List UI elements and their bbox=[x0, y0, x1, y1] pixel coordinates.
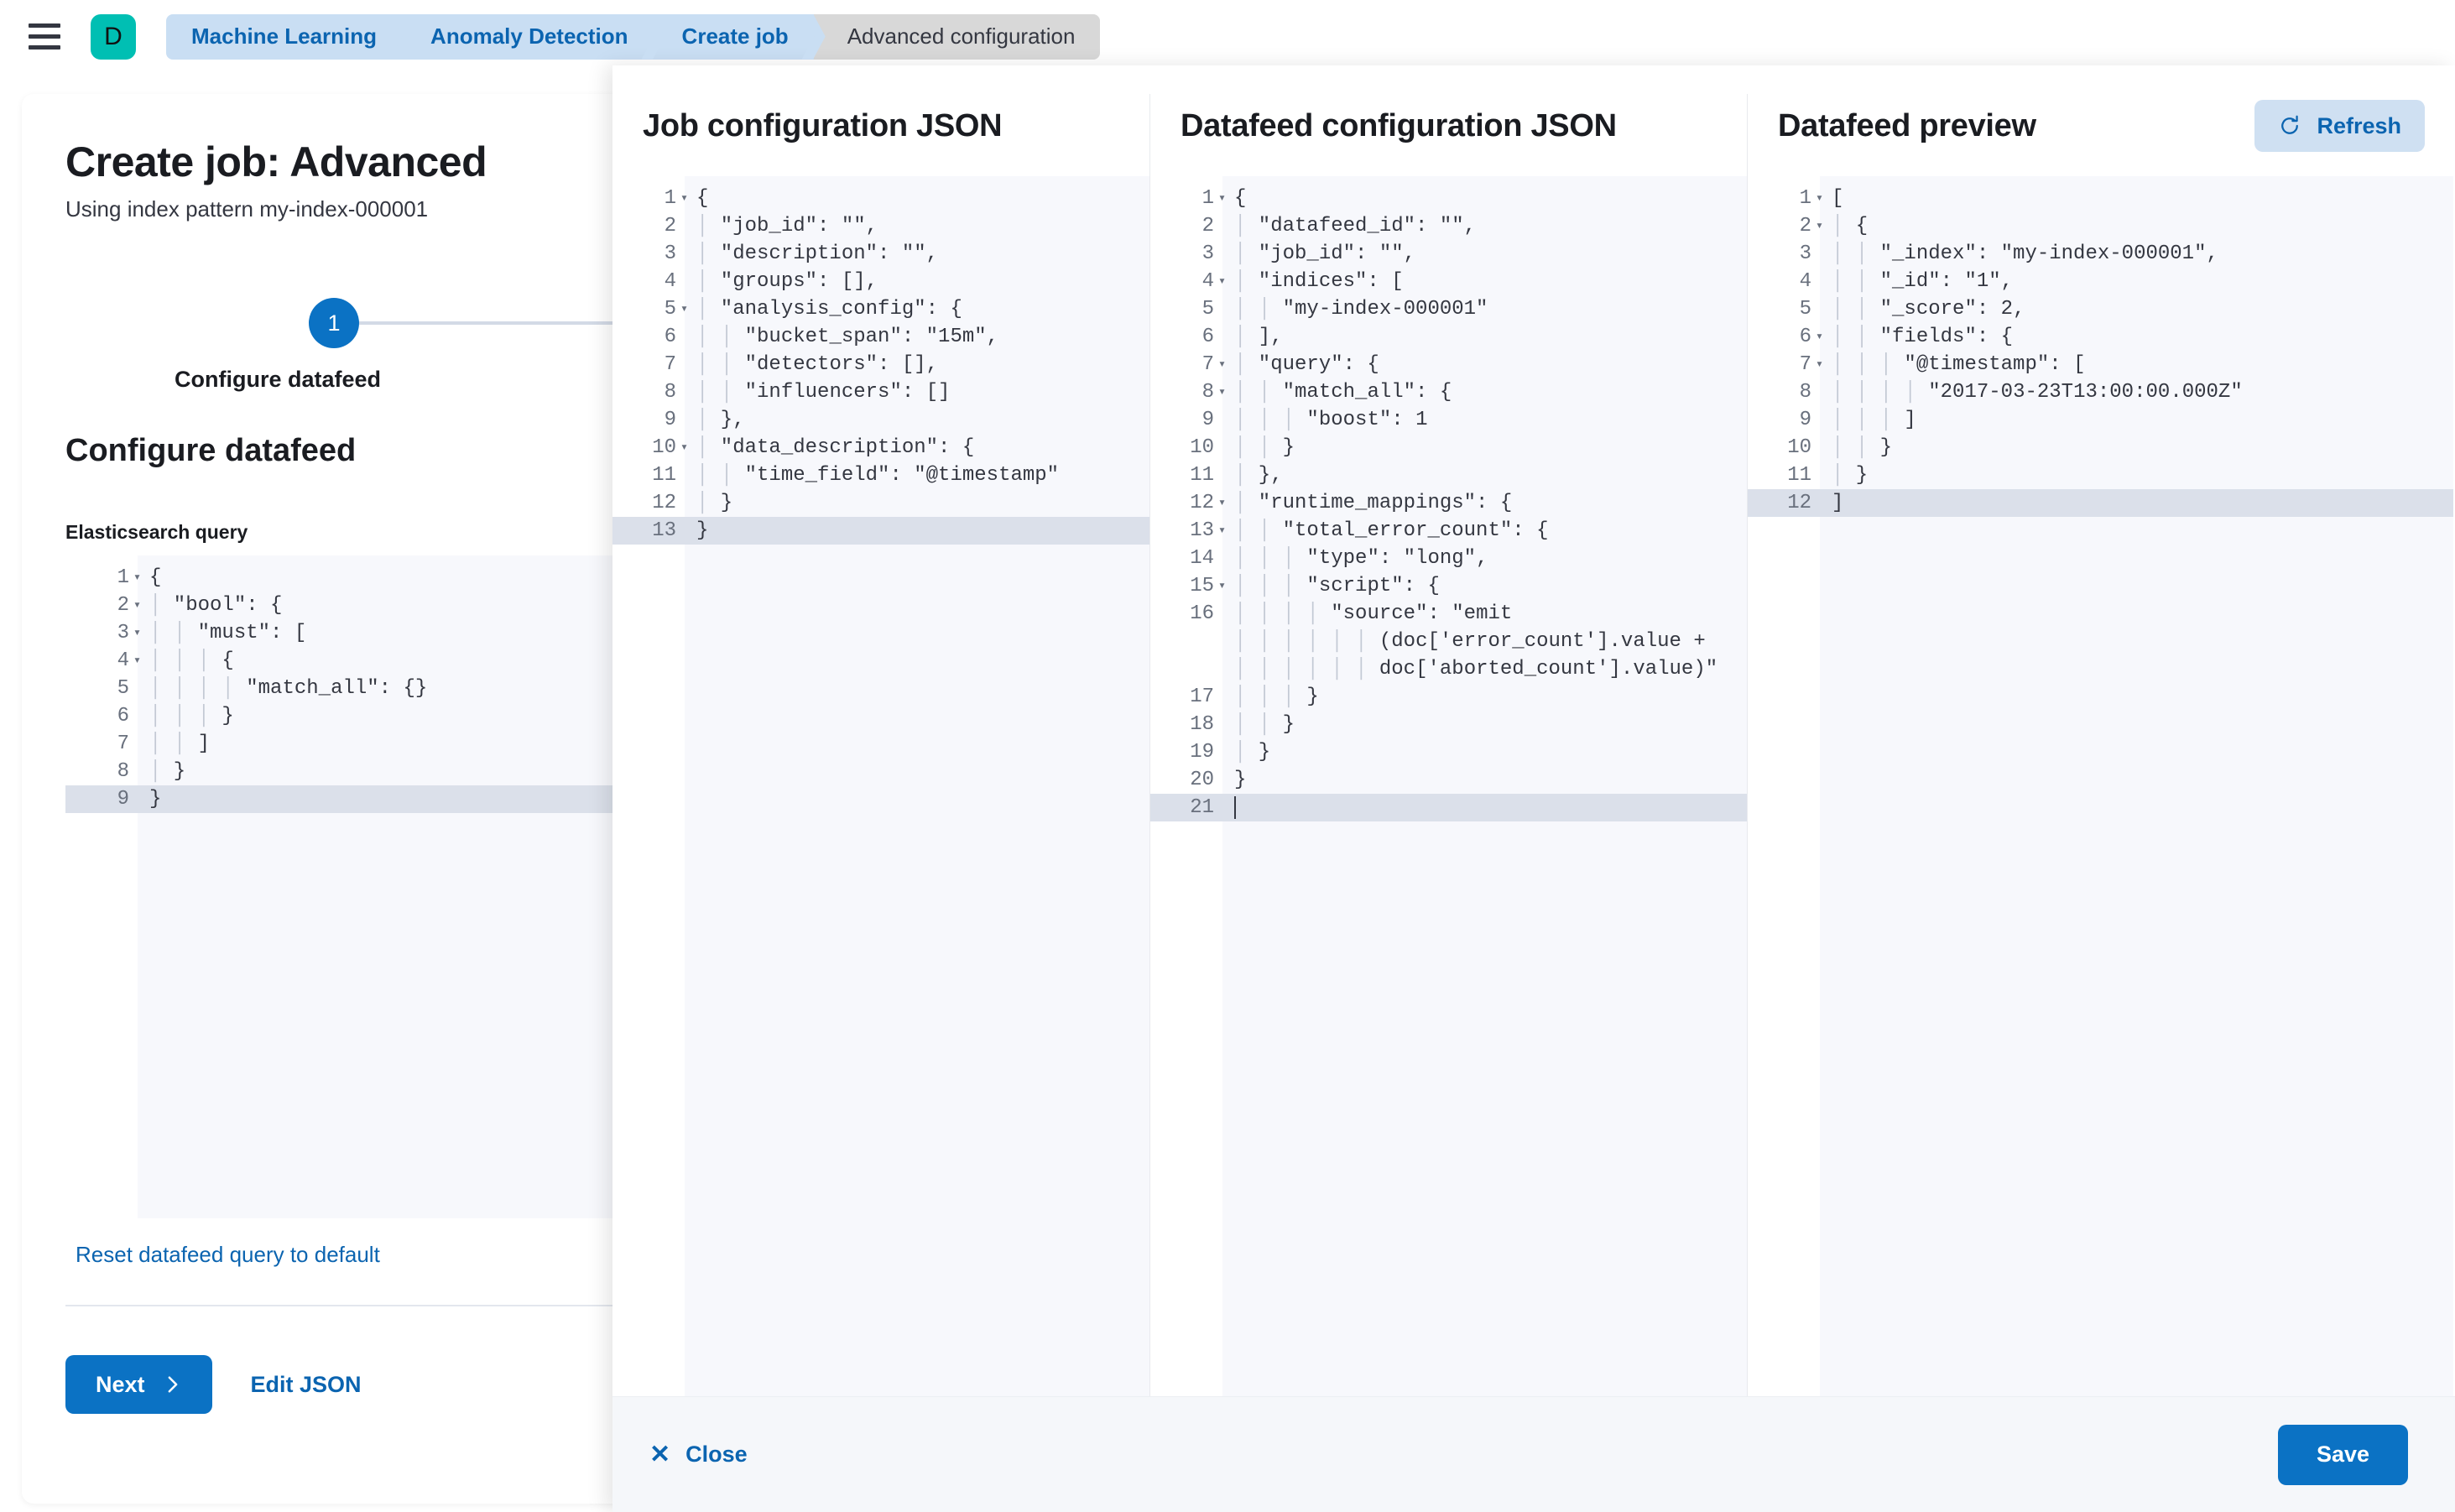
job-configuration-header: Job configuration JSON bbox=[612, 94, 1149, 158]
editor-content[interactable]: [│ {│ │ "_index": "my-index-000001",│ │ … bbox=[1820, 176, 2453, 1396]
hamburger-bar bbox=[29, 34, 60, 39]
refresh-button[interactable]: Refresh bbox=[2254, 100, 2425, 152]
refresh-button-label: Refresh bbox=[2317, 112, 2401, 138]
page-title: Create job: Advanced bbox=[65, 138, 487, 185]
hamburger-bar bbox=[29, 45, 60, 50]
step-label: Configure datafeed bbox=[175, 367, 382, 392]
datafeed-configuration-header: Datafeed configuration JSON bbox=[1150, 94, 1747, 158]
breadcrumb-item-machine-learning[interactable]: Machine Learning bbox=[166, 13, 403, 60]
editor-content[interactable]: {│ "datafeed_id": "",│ "job_id": "",│ "i… bbox=[1222, 176, 1747, 1396]
breadcrumb: Machine Learning Anomaly Detection Creat… bbox=[166, 13, 1101, 60]
top-navigation-bar: D Machine Learning Anomaly Detection Cre… bbox=[0, 0, 2455, 74]
elasticsearch-query-label: Elasticsearch query bbox=[65, 521, 248, 543]
edit-json-button[interactable]: Edit JSON bbox=[250, 1371, 362, 1397]
flyout-footer: ✕ Close Save bbox=[612, 1396, 2455, 1512]
job-configuration-title: Job configuration JSON bbox=[643, 107, 1003, 143]
page-subtitle: Using index pattern my-index-000001 bbox=[65, 196, 429, 222]
reset-datafeed-query-link[interactable]: Reset datafeed query to default bbox=[76, 1242, 380, 1267]
datafeed-preview-title: Datafeed preview bbox=[1778, 107, 2036, 143]
close-button[interactable]: ✕ Close bbox=[649, 1442, 748, 1468]
section-title: Configure datafeed bbox=[65, 433, 357, 468]
next-button[interactable]: Next bbox=[65, 1355, 212, 1414]
close-button-label: Close bbox=[685, 1442, 748, 1467]
breadcrumb-item-anomaly-detection[interactable]: Anomaly Detection bbox=[402, 13, 654, 60]
datafeed-configuration-title: Datafeed configuration JSON bbox=[1181, 107, 1617, 143]
breadcrumb-item-advanced-configuration[interactable]: Advanced configuration bbox=[813, 13, 1101, 60]
refresh-icon bbox=[2281, 115, 2299, 134]
hamburger-bar bbox=[29, 23, 60, 28]
chevron-right-icon bbox=[168, 1376, 177, 1393]
close-icon: ✕ bbox=[649, 1440, 671, 1468]
breadcrumb-item-create-job[interactable]: Create job bbox=[653, 13, 814, 60]
hamburger-menu-icon[interactable] bbox=[29, 18, 67, 56]
next-button-label: Next bbox=[96, 1371, 145, 1397]
datafeed-preview-header: Datafeed preview Refresh bbox=[1748, 94, 2453, 158]
space-avatar[interactable]: D bbox=[91, 13, 136, 60]
wizard-button-row: Next Edit JSON bbox=[65, 1355, 1331, 1414]
step-indicator-1[interactable]: 1 bbox=[309, 298, 359, 348]
editor-content[interactable]: {│ "job_id": "",│ "description": "",│ "g… bbox=[685, 176, 1149, 1396]
save-button[interactable]: Save bbox=[2277, 1424, 2408, 1485]
